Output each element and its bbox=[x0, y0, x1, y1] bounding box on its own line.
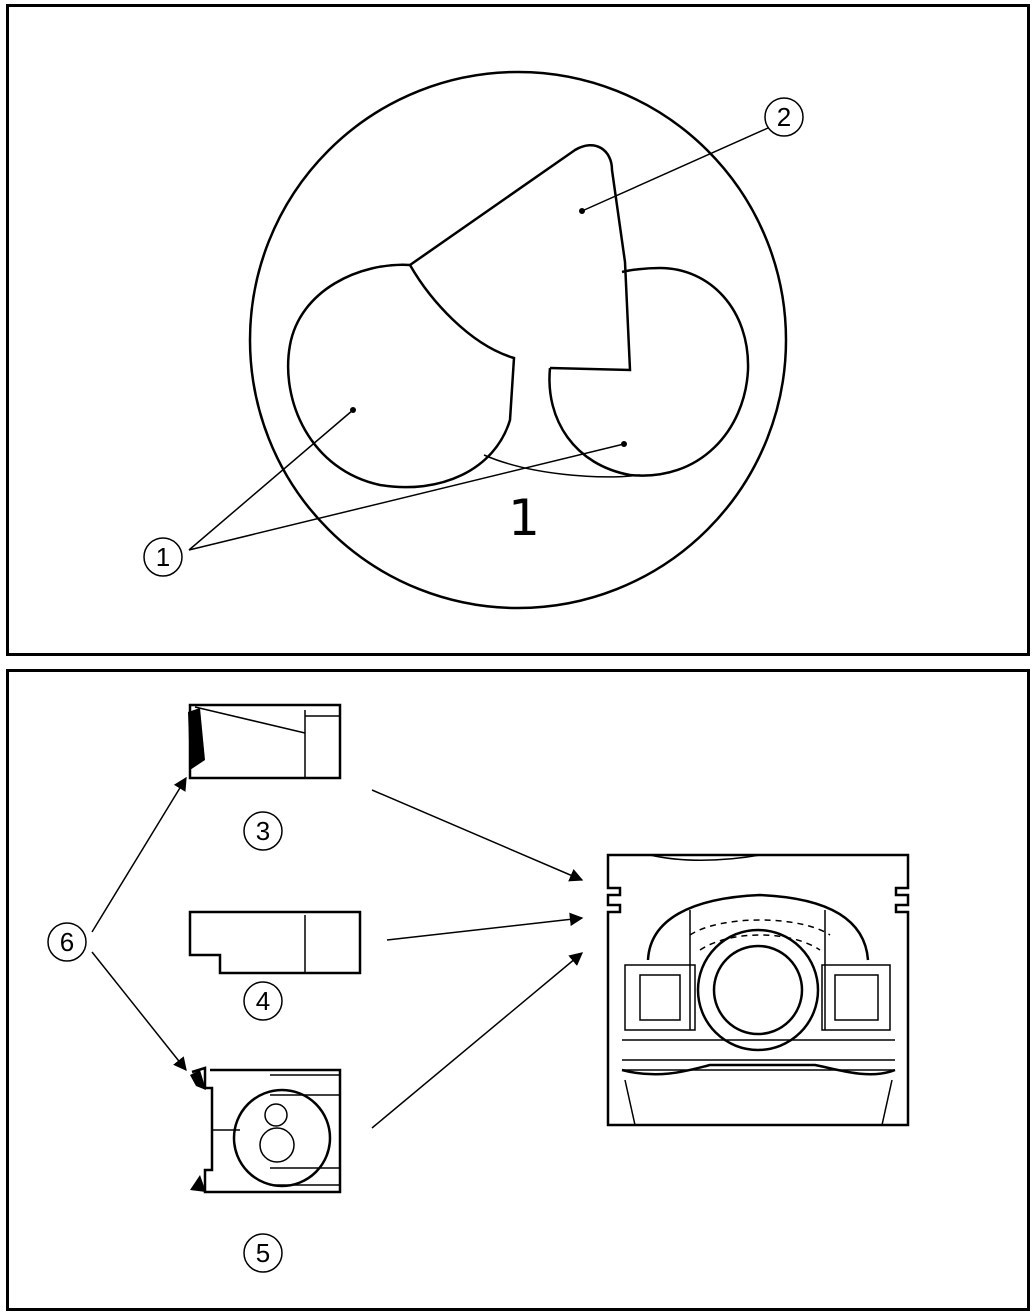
callout-1-text: 1 bbox=[156, 542, 170, 572]
callout-3: 3 bbox=[243, 811, 283, 851]
callout-2-text: 2 bbox=[777, 102, 791, 132]
piston-section-4 bbox=[188, 910, 362, 975]
leader-line bbox=[581, 127, 769, 212]
callout-4-text: 4 bbox=[256, 986, 270, 1016]
bottom-diagram-panel bbox=[6, 669, 1030, 1311]
piston-outline bbox=[248, 70, 788, 610]
callout-1: 1 bbox=[143, 537, 183, 577]
callout-5: 5 bbox=[243, 1233, 283, 1273]
left-valve-recess bbox=[286, 263, 516, 489]
combustion-chamber-outline bbox=[409, 144, 632, 372]
pointer-arrow-3 bbox=[371, 789, 584, 882]
right-valve-recess bbox=[548, 266, 750, 477]
edge-arrow-lower bbox=[91, 951, 187, 1072]
piston-section-3 bbox=[188, 703, 342, 780]
leader-line bbox=[188, 443, 625, 551]
callout-5-text: 5 bbox=[256, 1238, 270, 1268]
leader-line bbox=[188, 409, 354, 551]
callout-3-text: 3 bbox=[256, 816, 270, 846]
piston-crown-view: 1 1 2 bbox=[143, 70, 804, 610]
recess-join-line bbox=[483, 454, 641, 478]
cylinder-number: 1 bbox=[508, 489, 540, 547]
pointer-arrow-4 bbox=[386, 912, 584, 941]
edge-arrow-upper bbox=[91, 776, 187, 933]
top-diagram-panel bbox=[6, 4, 1030, 656]
callout-6: 6 bbox=[47, 922, 87, 962]
pointer-arrow-5 bbox=[371, 952, 584, 1129]
callout-2: 2 bbox=[764, 97, 804, 137]
callout-6-text: 6 bbox=[60, 927, 74, 957]
piston-cross-section bbox=[606, 853, 910, 1127]
piston-section-5 bbox=[190, 1066, 342, 1194]
callout-4: 4 bbox=[243, 981, 283, 1021]
